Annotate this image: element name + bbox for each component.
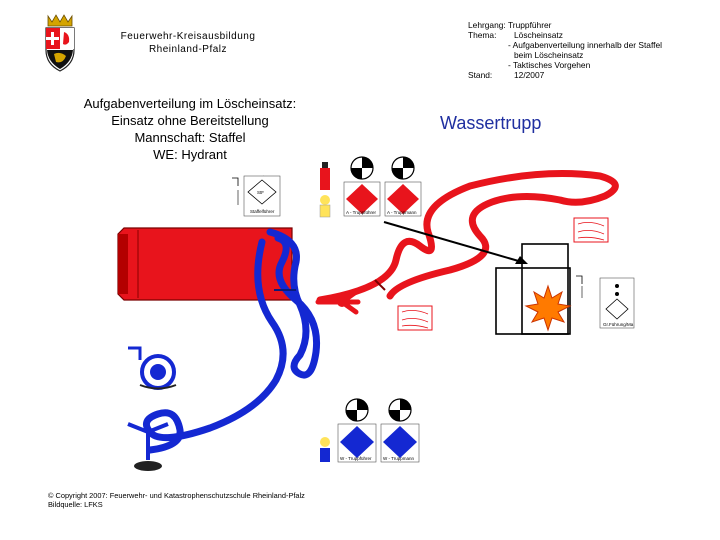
lehrgang-value: Truppführer [508,20,552,30]
unit-card-right: Gr.Führung/Ma [599,277,635,329]
title-line-2: Einsatz ohne Bereitstellung [111,113,269,128]
thema-value: Löscheinsatz [514,30,563,40]
unit-card-staffelfuehrer: StF Staffelführer [232,175,281,217]
top-right-unit-label: A - Truppmann [387,210,417,215]
hose-bundle-icon [573,217,609,243]
right-card-label: Gr.Führung/Ma [603,322,634,327]
slide-title: Aufgabenverteilung im Löscheinsatz: Eins… [30,95,350,163]
stand-value: 12/2007 [514,70,545,80]
crew-symbol [350,156,374,180]
unit-card-wassertrupp-fuehrer: W - Truppführer [337,423,377,463]
staffelfuehrer-symbol: StF [257,190,264,195]
thema-item-1-line-1: - Aufgabenverteilung innerhalb der Staff… [508,40,662,50]
thema-item-2: - Taktisches Vorgehen [508,60,591,70]
hose-bundle-icon [397,305,433,331]
title-line-1: Aufgabenverteilung im Löscheinsatz: [83,96,297,111]
crew-symbol [391,156,415,180]
top-left-unit-label: A - Truppführer [346,210,377,215]
title-line-4: WE: Hydrant [153,147,227,162]
staffelfuehrer-label: Staffelführer [250,209,275,214]
unit-card-angriffstrupp-fuehrer: A - Truppführer [343,181,381,217]
bottom-left-unit-label: W - Truppführer [340,456,372,461]
hose-reel-icon [128,346,177,390]
distributor-icon [315,289,361,315]
unit-card-wassertrupp-mann: W - Truppmann [380,423,420,463]
organization-line-2: Rheinland-Pfalz [148,44,228,55]
organization-header: Feuerwehr-Kreisausbildung Rheinland-Pfal… [88,30,288,56]
fire-engine-icon [117,227,293,301]
bottom-lantern-icon [320,437,330,462]
crew-symbol [388,398,412,422]
organization-line-1: Feuerwehr-Kreisausbildung [120,31,256,42]
fire-icon [524,284,572,332]
unit-card-angriffstrupp-mann: A - Truppmann [384,181,422,217]
copyright: © Copyright 2007: Feuerwehr- und Katastr… [48,491,305,500]
lehrgang-key: Lehrgang: [468,20,506,30]
footer: © Copyright 2007: Feuerwehr- und Katastr… [48,491,305,509]
lantern-icon [319,162,331,218]
crew-symbol [345,398,369,422]
image-source: Bildquelle: LFKS [48,500,103,509]
coat-of-arms-icon [45,14,75,72]
thema-key: Thema: [468,30,497,40]
trupp-heading: Wassertrupp [440,113,542,133]
hydrant-icon [127,422,169,471]
thema-item-1-line-2: beim Löscheinsatz [514,50,584,60]
stand-key: Stand: [468,70,493,80]
title-line-3: Mannschaft: Staffel [134,130,246,145]
bottom-right-unit-label: W - Truppmann [383,456,415,461]
